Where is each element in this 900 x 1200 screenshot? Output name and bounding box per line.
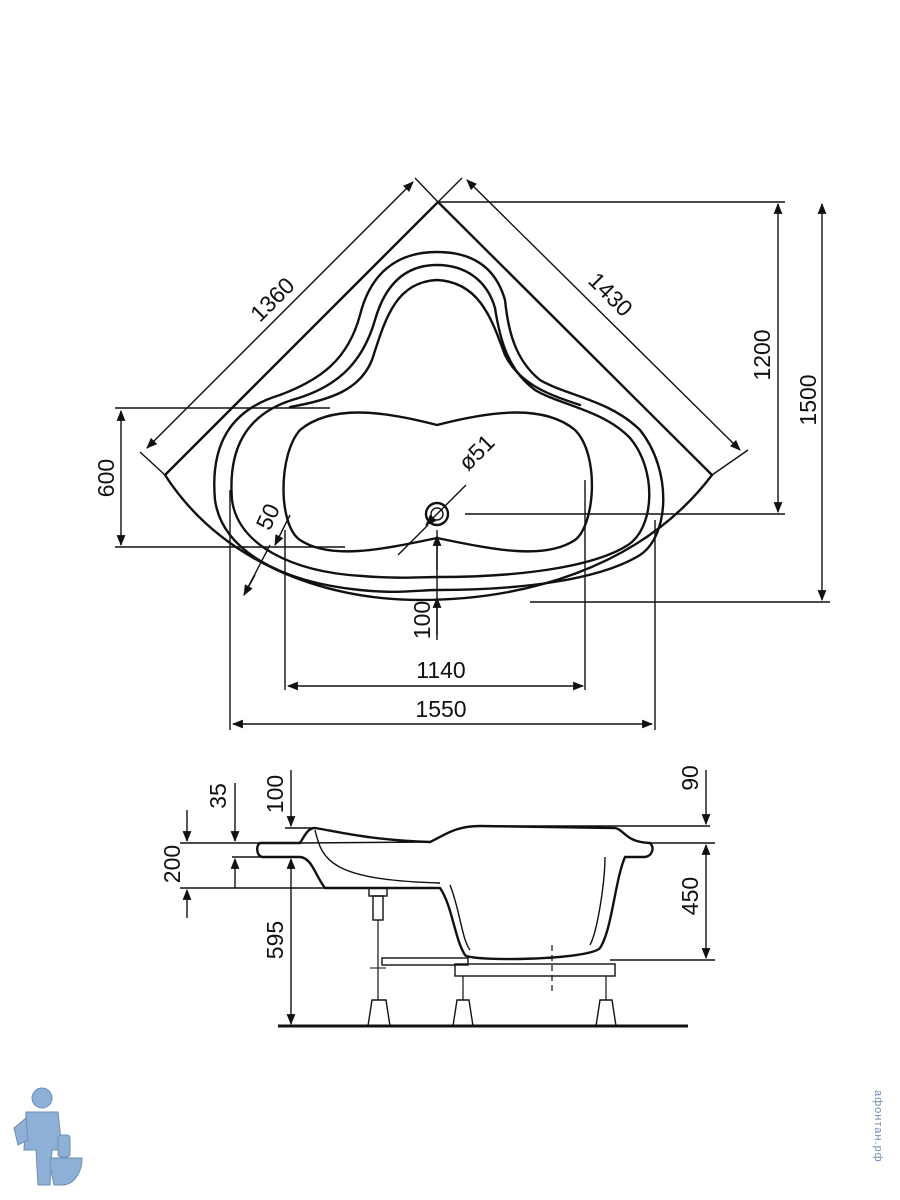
side-view: 35 100 90 200 450 595 bbox=[159, 765, 715, 1028]
dim-1140-label: 1140 bbox=[416, 657, 465, 683]
dim-450-label: 450 bbox=[677, 877, 703, 915]
basin-outline bbox=[282, 411, 594, 553]
dim-600-label: 600 bbox=[93, 459, 119, 497]
leg-middle bbox=[452, 976, 474, 1027]
dim-50-label: 50 bbox=[251, 500, 285, 534]
dim-90-label: 90 bbox=[677, 765, 703, 791]
leg-left bbox=[367, 887, 391, 1027]
dim-35-label: 35 bbox=[205, 783, 231, 809]
dim-1200-label: 1200 bbox=[749, 329, 775, 380]
dim-200-label: 200 bbox=[159, 845, 185, 883]
dim-100-side-label: 100 bbox=[262, 775, 288, 813]
drain-inner-icon bbox=[430, 507, 444, 521]
dim-1550-label: 1550 bbox=[415, 696, 466, 722]
watermark-text: афонтан.рф bbox=[872, 1090, 884, 1163]
bathtub-outline bbox=[163, 200, 714, 602]
frame-base bbox=[454, 963, 616, 977]
drain-icon bbox=[424, 501, 450, 527]
dim-1360-label: 1360 bbox=[245, 272, 300, 327]
dim-100-label: 100 bbox=[409, 601, 435, 639]
dim-595-label: 595 bbox=[262, 921, 288, 959]
dim-1430-label: 1430 bbox=[583, 267, 638, 322]
side-profile-outline bbox=[256, 824, 654, 961]
plumber-mascot-icon bbox=[13, 1087, 83, 1186]
rim-inner-outline bbox=[230, 263, 651, 579]
plan-view: 1360 1430 1200 1500 600 50 ø51 100 1140 … bbox=[93, 177, 830, 730]
dim-diameter-label: ø51 bbox=[453, 429, 499, 475]
frame-rail bbox=[381, 957, 469, 966]
leg-right bbox=[595, 976, 617, 1027]
dim-1500-label: 1500 bbox=[795, 374, 821, 425]
